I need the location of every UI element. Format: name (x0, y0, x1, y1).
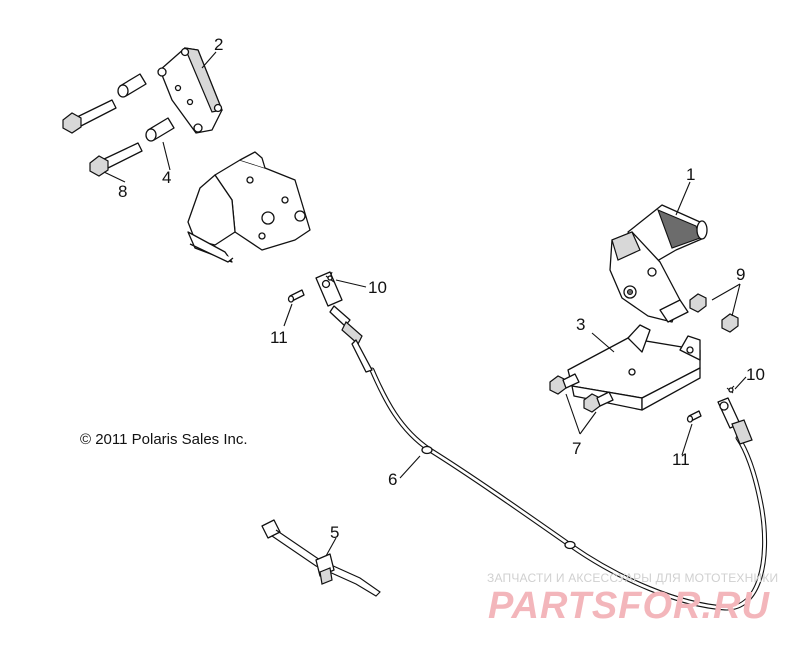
callout-5: 5 (330, 523, 339, 542)
watermark-logo: PARTSFOR.RU (488, 585, 770, 627)
bracket-plate-part-2 (157, 47, 223, 134)
clip-part-10 (325, 271, 735, 394)
leader-lines (103, 51, 747, 557)
callout-11-lower: 11 (672, 450, 690, 469)
watermark-tagline: ЗАПЧАСТИ И АКСЕССУАРЫ ДЛЯ МОТОТЕХНИКИ (487, 571, 778, 585)
nut-part-9 (689, 293, 739, 333)
handbrake-lever-part-1 (609, 204, 708, 323)
bolt-part-8 (62, 99, 143, 177)
mounting-bracket (187, 151, 311, 263)
callout-10-upper: 10 (368, 278, 387, 297)
callout-4: 4 (162, 168, 171, 187)
callout-11-upper: 11 (270, 328, 288, 347)
callout-7: 7 (572, 439, 581, 458)
brake-cable-part-6 (315, 271, 768, 611)
callout-10-lower: 10 (746, 365, 765, 384)
callout-3: 3 (576, 315, 585, 334)
callout-6: 6 (388, 470, 397, 489)
pin-part-11 (287, 289, 702, 423)
callout-numbers: 2 4 8 1 9 3 7 10 11 10 11 6 5 (118, 35, 765, 542)
lever-bracket-part-3 (567, 324, 701, 411)
cable-tie-part-5 (261, 519, 381, 597)
bolt-part-7 (549, 373, 614, 413)
callout-1: 1 (686, 165, 695, 184)
spacer-part-4 (117, 73, 175, 142)
callout-2: 2 (214, 35, 223, 54)
callout-9: 9 (736, 265, 745, 284)
copyright-notice: © 2011 Polaris Sales Inc. (80, 431, 248, 448)
callout-8: 8 (118, 182, 127, 201)
